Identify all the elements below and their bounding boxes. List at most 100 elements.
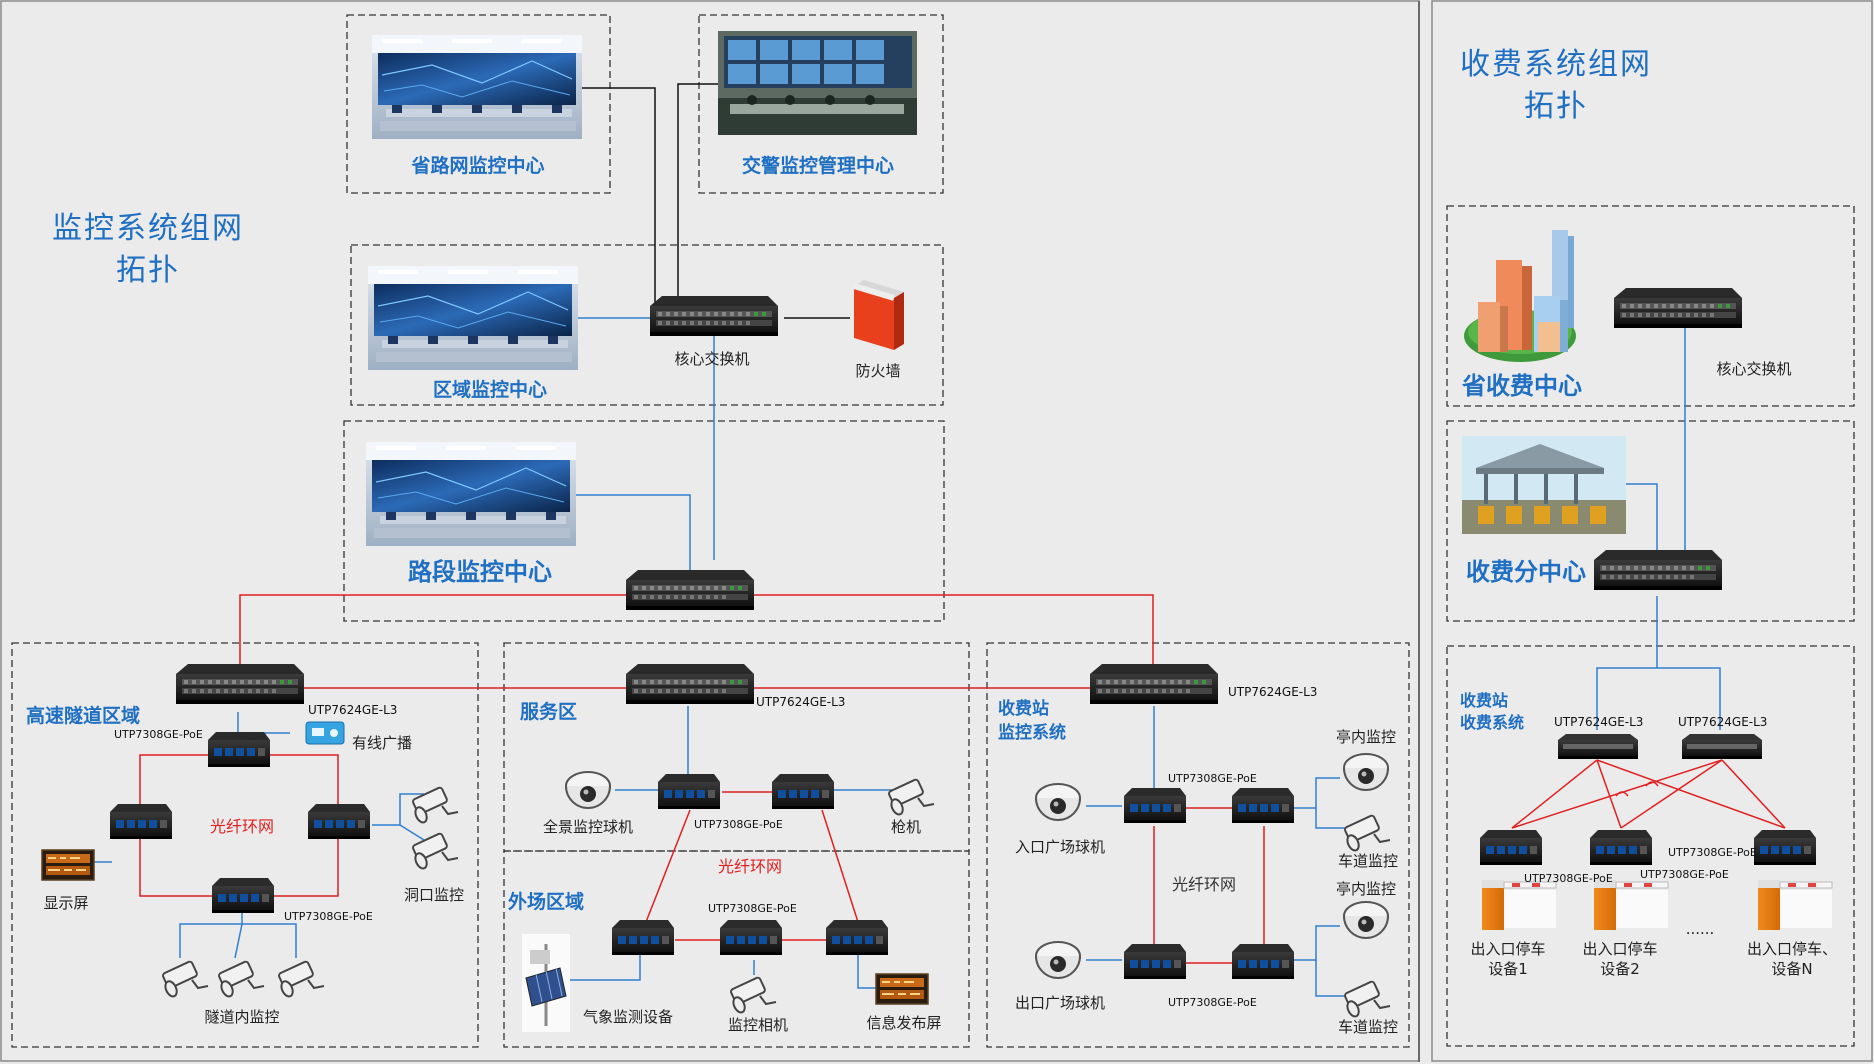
panorama-dome-icon xyxy=(565,771,611,809)
model-poe-label: UTP7308GE-PoE xyxy=(1168,772,1257,785)
toll-monitor-area-label-1: 收费站 xyxy=(998,698,1049,719)
tunnel-poe-left xyxy=(110,804,172,839)
parking-n-label-a: 出入口停车、 xyxy=(1747,940,1837,958)
portal-camera-icon xyxy=(411,785,459,826)
broadcast-icon xyxy=(305,721,345,745)
toll-title-line2: 拓扑 xyxy=(1524,89,1588,124)
lane-camera-icon-2 xyxy=(1343,979,1391,1020)
toll-monitor-poe-br xyxy=(1232,944,1294,979)
parking-n-label-b: 设备N xyxy=(1771,960,1812,978)
toll-core-switch-label: 核心交换机 xyxy=(1716,360,1791,378)
barrier-gate-icon-1 xyxy=(1481,879,1557,931)
toll-fee-area-label-2: 收费系统 xyxy=(1460,713,1524,732)
field-poe-left xyxy=(612,920,674,955)
provincial-toll-center-label: 省收费中心 xyxy=(1461,372,1582,400)
panorama-dome-label: 全景监控球机 xyxy=(543,818,633,836)
toll-plaza-image xyxy=(1462,436,1626,534)
service-area-label: 服务区 xyxy=(520,700,577,723)
lane-camera-icon-1 xyxy=(1343,813,1391,854)
toll-monitor-poe-tl xyxy=(1124,788,1186,823)
model-l3-label: UTP7624GE-L3 xyxy=(308,703,397,717)
portal-monitor-label: 洞口监控 xyxy=(404,886,464,904)
parking-1-label-a: 出入口停车 xyxy=(1470,940,1545,958)
toll-monitor-poe-bl xyxy=(1124,944,1186,979)
field-poe-mid xyxy=(720,920,782,955)
booth-monitor-label: 亭内监控 xyxy=(1336,728,1396,746)
tunnel-l3-switch xyxy=(176,664,304,704)
tunnel-area-label: 高速隧道区域 xyxy=(26,704,140,727)
monitor-title-line2: 拓扑 xyxy=(116,253,180,288)
toll-fiber-ring-label: 光纤环网 xyxy=(1172,875,1236,894)
display-board-icon xyxy=(41,849,95,881)
info-board-label: 信息发布屏 xyxy=(866,1014,941,1032)
tunnel-poe-bottom xyxy=(212,878,274,913)
toll-sub-center-label: 收费分中心 xyxy=(1466,558,1586,586)
core-switch-label: 核心交换机 xyxy=(674,350,749,368)
bullet-label: 枪机 xyxy=(891,818,921,836)
model-poe-label: UTP7308GE-PoE xyxy=(1640,868,1729,881)
toll-fee-area-label-1: 收费站 xyxy=(1460,691,1508,710)
exit-dome-icon xyxy=(1035,941,1081,979)
info-board-icon xyxy=(875,973,929,1005)
service-poe-right xyxy=(772,774,834,809)
model-poe-label: UTP7308GE-PoE xyxy=(694,818,783,831)
field-area-label: 外场区域 xyxy=(508,890,584,913)
tunnel-fiber-ring-label: 光纤环网 xyxy=(210,817,274,836)
tunnel-poe-right xyxy=(308,804,370,839)
toll-core-switch xyxy=(1614,288,1742,328)
tunnel-poe-top xyxy=(208,732,270,767)
bullet-camera-icon xyxy=(887,777,935,818)
regional-center-label: 区域监控中心 xyxy=(433,378,547,401)
weather-station-icon xyxy=(522,934,570,1032)
model-l3-label: UTP7624GE-L3 xyxy=(756,695,845,709)
model-poe-label: UTP7308GE-PoE xyxy=(1168,996,1257,1009)
toll-monitor-poe-tr xyxy=(1232,788,1294,823)
wired-broadcast-label: 有线广播 xyxy=(352,734,412,752)
parking-ellipsis: ...... xyxy=(1686,920,1715,938)
model-l3-label: UTP7624GE-L3 xyxy=(1678,715,1767,729)
portal-camera-icon-2 xyxy=(411,831,459,872)
monitor-camera-label: 监控相机 xyxy=(728,1016,788,1034)
service-poe-left xyxy=(658,774,720,809)
toll-monitor-area-label-2: 监控系统 xyxy=(998,722,1066,743)
toll-access-switch-1 xyxy=(1558,734,1638,759)
toll-monitor-l3-switch xyxy=(1090,664,1218,704)
lane-monitor-label-2: 车道监控 xyxy=(1338,1018,1398,1036)
provincial-road-room-image xyxy=(371,34,583,140)
tunnel-camera-icon-2 xyxy=(217,959,265,1000)
toll-poe-2 xyxy=(1590,830,1652,865)
booth-dome-icon-2 xyxy=(1343,901,1389,939)
monitor-camera-icon xyxy=(729,975,777,1016)
field-fiber-ring-label: 光纤环网 xyxy=(718,857,782,876)
model-poe-label: UTP7308GE-PoE xyxy=(1668,846,1757,859)
service-l3-switch xyxy=(626,664,754,704)
firewall-label: 防火墙 xyxy=(855,362,900,380)
toll-title-line1: 收费系统组网 xyxy=(1460,47,1652,82)
toll-access-switch-2 xyxy=(1682,734,1762,759)
traffic-police-center-label: 交警监控管理中心 xyxy=(742,154,894,177)
exit-dome-label: 出口广场球机 xyxy=(1015,994,1105,1012)
parking-1-label-b: 设备1 xyxy=(1488,960,1528,978)
regional-room-image xyxy=(367,265,579,371)
tunnel-monitor-label: 隧道内监控 xyxy=(204,1008,279,1026)
toll-poe-1 xyxy=(1480,830,1542,865)
toll-sub-switch xyxy=(1594,550,1722,590)
weather-label: 气象监测设备 xyxy=(583,1008,673,1026)
entry-dome-icon xyxy=(1035,783,1081,821)
display-label: 显示屏 xyxy=(43,894,88,912)
monitor-title-line1: 监控系统组网 xyxy=(52,211,244,246)
tunnel-camera-icon-3 xyxy=(277,959,325,1000)
model-l3-label: UTP7624GE-L3 xyxy=(1228,685,1317,699)
model-l3-label: UTP7624GE-L3 xyxy=(1554,715,1643,729)
firewall-icon xyxy=(853,280,904,350)
field-poe-right xyxy=(826,920,888,955)
toll-poe-n xyxy=(1754,830,1816,865)
booth-monitor-label-2: 亭内监控 xyxy=(1336,880,1396,898)
barrier-gate-icon-n xyxy=(1757,879,1833,931)
aggregation-switch xyxy=(626,570,754,610)
booth-dome-icon-1 xyxy=(1343,753,1389,791)
parking-2-label-a: 出入口停车 xyxy=(1582,940,1657,958)
parking-2-label-b: 设备2 xyxy=(1600,960,1640,978)
toll-center-building-icon xyxy=(1464,230,1576,362)
barrier-gate-icon-2 xyxy=(1593,879,1669,931)
